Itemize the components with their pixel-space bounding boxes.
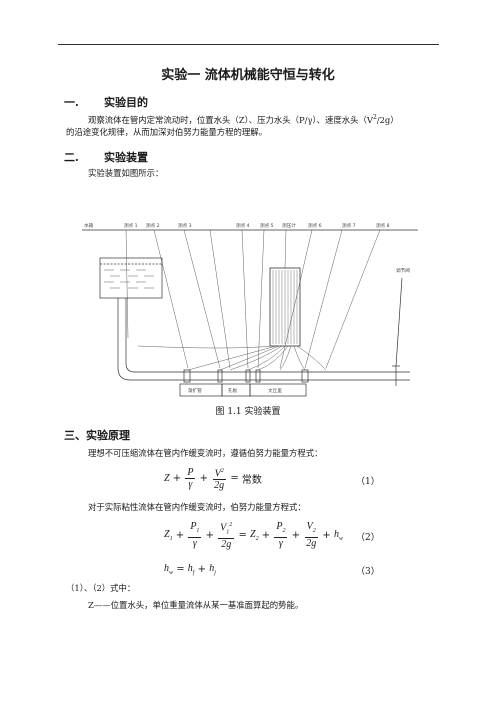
equation-3: hw = hf + hj — [164, 563, 216, 576]
label-point-7: 测点 7 — [342, 222, 356, 229]
equation-1-const: 常数 — [241, 475, 262, 487]
label-diffuser: 渐扩管 — [188, 387, 202, 394]
device-intro: 实验装置如图所示： — [88, 168, 164, 178]
real-intro: 对于实际粘性流体在管内作缓变流时，伯努力能量方程式： — [88, 502, 306, 512]
equation-1-number: （1） — [356, 477, 380, 487]
purpose-line-1: 观察流体在管内定常流动时，位置水头（Z）、压力水头（P/γ）、速度水头（V2/2… — [88, 111, 458, 127]
purpose-sup: 2 — [372, 114, 377, 121]
equation-2-number: （2） — [356, 533, 380, 543]
purpose-text-b: /2g） — [376, 114, 399, 125]
section-3-heading: 三、实验原理 — [64, 429, 130, 442]
figure-caption: 图 1.1 实验装置 — [215, 407, 281, 417]
z-definition: Z——位置水头，单位重量流体从某一基准面算起的势能。 — [88, 600, 304, 610]
label-point-4: 测点 4 — [236, 222, 250, 229]
where-line: （1）、（2）式中： — [66, 583, 136, 593]
section-2-title: 实验装置 — [104, 151, 148, 164]
label-point-6: 测点 6 — [308, 222, 322, 229]
label-tank: 水箱 — [84, 222, 94, 229]
page-title: 实验一 流体机械能守恒与转化 — [161, 68, 335, 83]
label-point-3: 测点 3 — [178, 222, 192, 229]
label-point-5: 测点 5 — [260, 222, 274, 229]
label-point-2: 测点 2 — [146, 222, 160, 229]
purpose-text-a: 观察流体在管内定常流动时，位置水头（Z）、压力水头（P/γ）、速度水头（V — [88, 114, 373, 125]
label-valve: 调节阀 — [396, 267, 410, 274]
header-rule — [58, 44, 439, 45]
apparatus-figure: 水箱 测点 1 测点 2 测点 3 测点 4 测点 5 测压计 测点 6 测点 … — [82, 222, 418, 397]
section-2-number: 二. — [64, 151, 79, 164]
label-point-1: 测点 1 — [124, 222, 138, 229]
label-point-8: 测点 8 — [376, 222, 390, 229]
label-orifice: 孔板 — [228, 387, 238, 394]
label-venturi: 文丘里 — [268, 387, 282, 394]
purpose-line-2: 的沿途变化规律，从而加深对伯努力能量方程的理解。 — [66, 127, 267, 137]
label-manometer: 测压计 — [282, 222, 296, 229]
section-1-heading: 一. 实验目的 — [64, 94, 148, 110]
ideal-intro: 理想不可压缩流体在管内作缓变流时，遵循伯努力能量方程式： — [88, 448, 323, 458]
equation-3-number: （3） — [356, 567, 380, 577]
section-1-number: 一. — [64, 96, 79, 109]
section-2-heading: 二. 实验装置 — [64, 149, 148, 165]
section-1-title: 实验目的 — [104, 96, 148, 109]
